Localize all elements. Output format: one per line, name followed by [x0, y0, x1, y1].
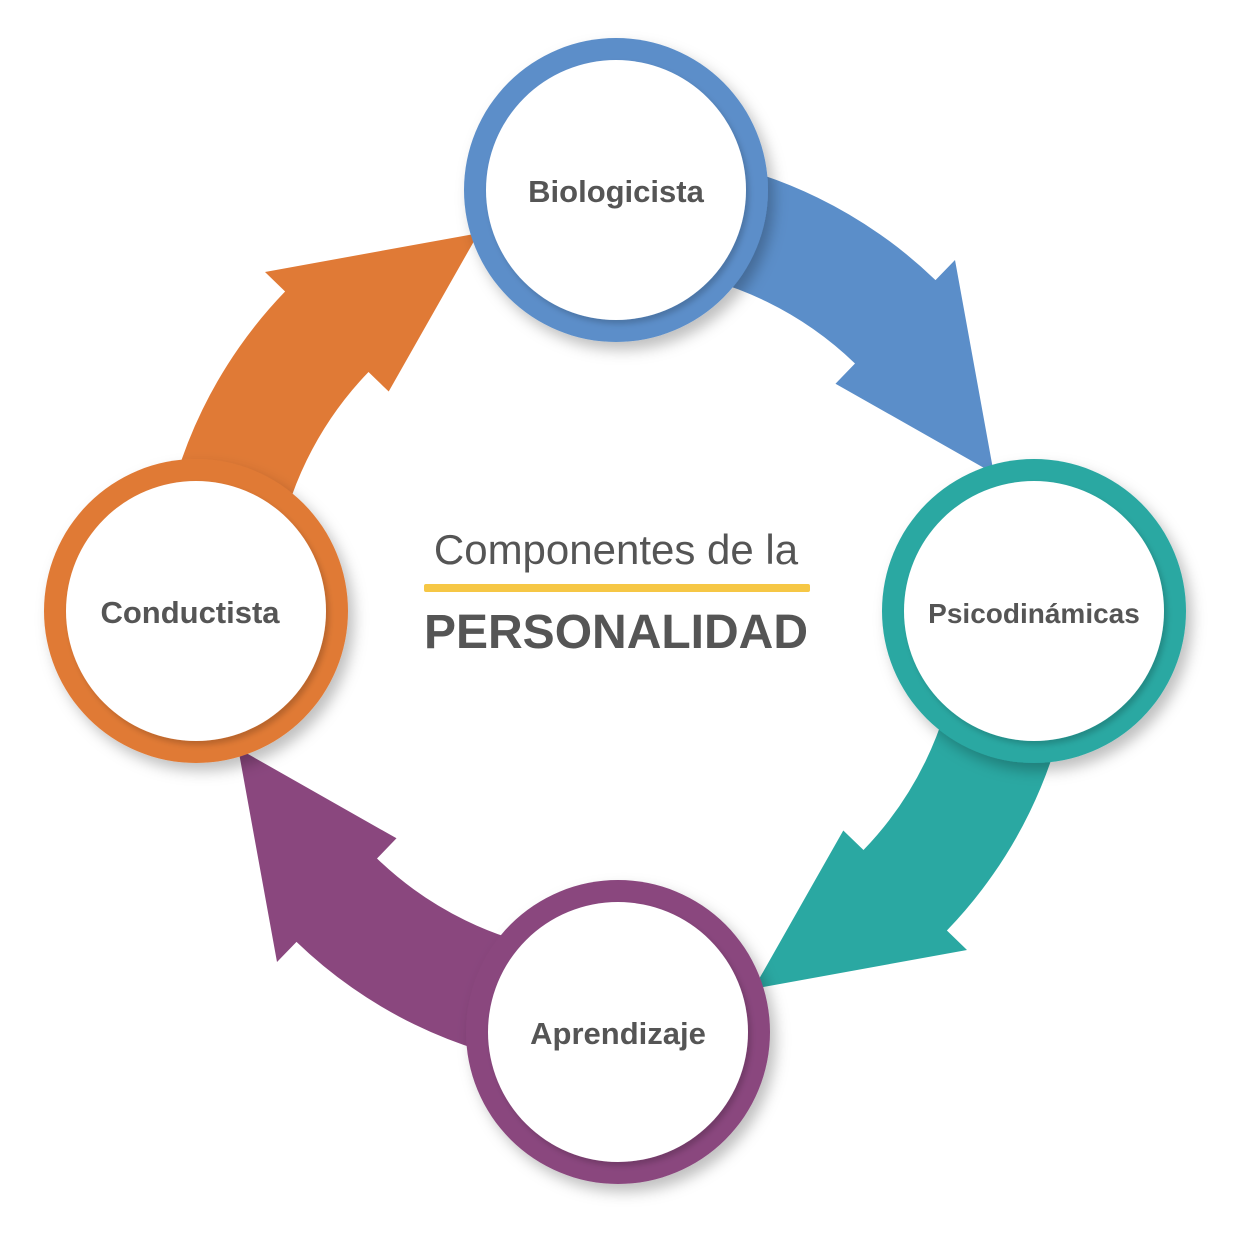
- center-title: Componentes de la: [434, 526, 799, 573]
- node-inner-circle: [904, 481, 1164, 741]
- node-conductista: Conductista: [44, 459, 348, 763]
- center-title-group: Componentes de la PERSONALIDAD: [424, 526, 810, 659]
- node-psicodinamicas: Psicodinámicas: [882, 459, 1186, 763]
- node-inner-circle: [488, 902, 748, 1162]
- node-inner-circle: [66, 481, 326, 741]
- node-label-biologicista: Biologicista: [528, 174, 704, 209]
- title-underline: [424, 584, 810, 592]
- node-label-conductista: Conductista: [100, 595, 280, 630]
- node-biologicista: Biologicista: [464, 38, 768, 342]
- node-inner-circle: [486, 60, 746, 320]
- node-label-aprendizaje: Aprendizaje: [530, 1016, 706, 1051]
- center-subtitle: PERSONALIDAD: [424, 606, 808, 659]
- node-aprendizaje: Aprendizaje: [466, 880, 770, 1184]
- node-label-psicodinamicas: Psicodinámicas: [928, 598, 1140, 629]
